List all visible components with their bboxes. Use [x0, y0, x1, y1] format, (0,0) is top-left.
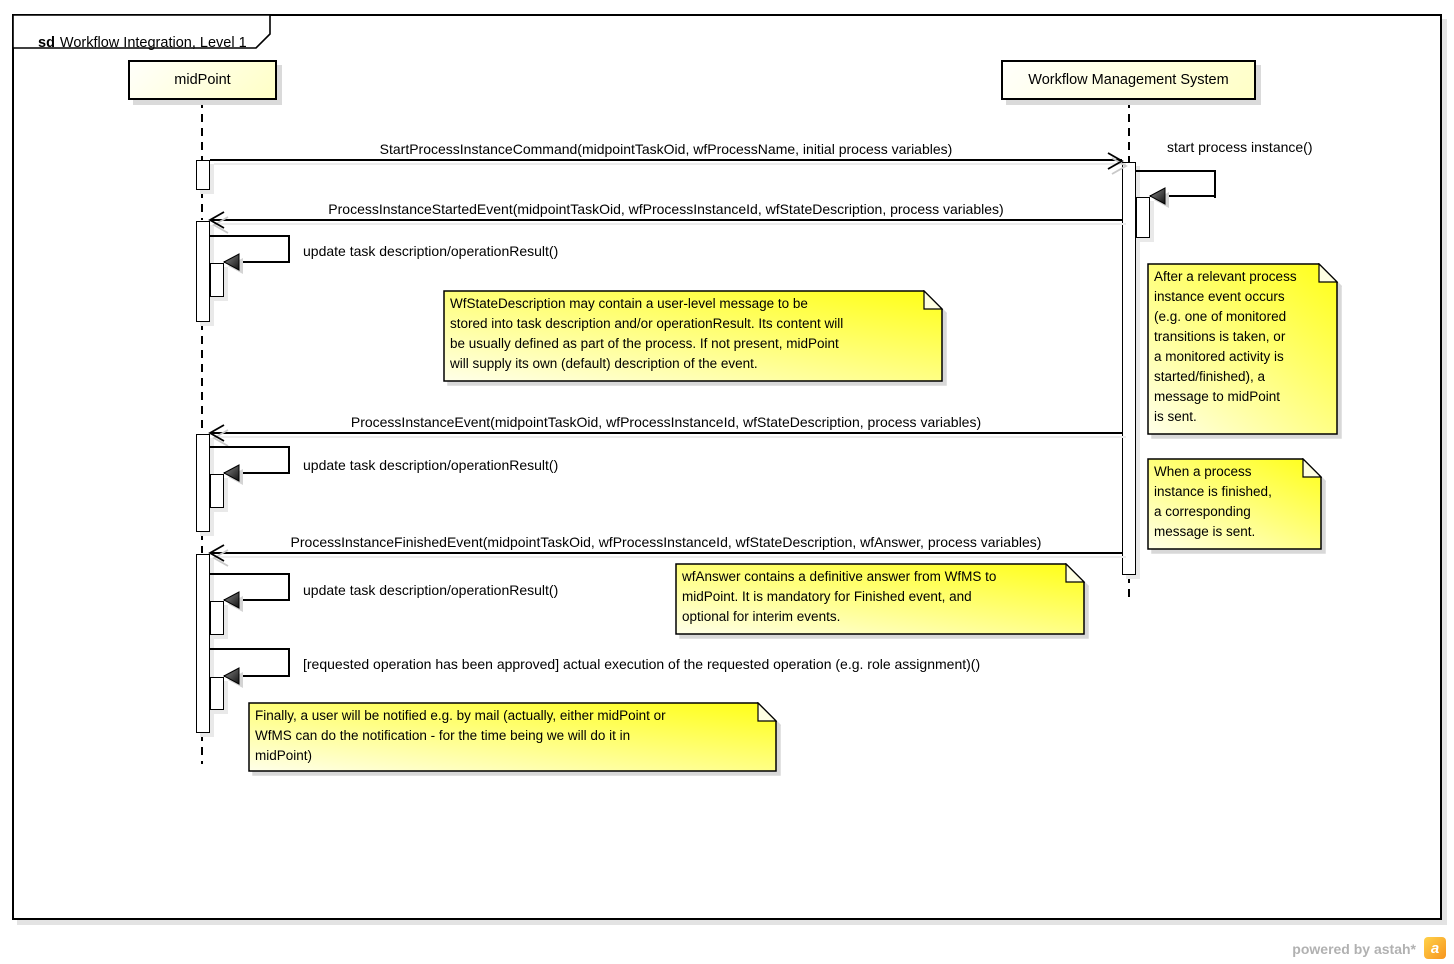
midpoint-activation-1 [196, 160, 210, 190]
midpoint-selfcall4-line-top [210, 648, 290, 650]
message-label-actual-execution: [requested operation has been approved] … [303, 656, 981, 672]
note-shape [248, 702, 777, 772]
wfms-lifeline-segment [1128, 575, 1130, 601]
message-label-process-instance-event: ProcessInstanceEvent(midpointTaskOid, wf… [350, 414, 982, 430]
message-line-start-process-instance-command [210, 159, 1122, 161]
filled-arrowhead-left-icon [223, 591, 243, 612]
message-label-start-process-instance: start process instance() [1167, 139, 1313, 155]
message-label-update-task-2: update task description/operationResult(… [303, 457, 559, 473]
midpoint-activation-3 [196, 434, 210, 532]
lifeline-head-midpoint: midPoint [128, 60, 277, 100]
note-wfanswer: wfAnswer contains a definitive answer fr… [675, 563, 1085, 635]
message-line-process-instance-event [210, 432, 1122, 434]
filled-arrowhead-left-icon [223, 253, 243, 274]
lifeline-label-wfms: Workflow Management System [1028, 72, 1229, 88]
message-line-process-instance-started-event [210, 219, 1122, 221]
wfms-selfcall-line-right [1214, 170, 1216, 198]
midpoint-selfcall1-line-return [224, 261, 290, 263]
midpoint-selfcall4-line-right [288, 648, 290, 677]
note-text: When a process instance is finished, a c… [1154, 464, 1272, 539]
note-shape [443, 290, 943, 382]
midpoint-lifeline-segment [201, 100, 203, 160]
midpoint-selfcall3-line-top [210, 573, 290, 575]
note-when-process-finished: When a process instance is finished, a c… [1147, 458, 1322, 550]
filled-arrowhead-left-icon [223, 464, 243, 485]
midpoint-selfcall3-line-return [224, 599, 290, 601]
note-finally-user-notified: Finally, a user will be notified e.g. by… [248, 702, 777, 772]
note-shape [1147, 263, 1338, 435]
midpoint-activation-3-nested [210, 474, 224, 508]
midpoint-selfcall1-line-right [288, 235, 290, 263]
midpoint-activation-2 [196, 221, 210, 322]
filled-arrowhead-left-icon [223, 667, 243, 688]
midpoint-activation-2-nested [210, 263, 224, 297]
message-label-update-task-3: update task description/operationResult(… [303, 582, 559, 598]
note-text: wfAnswer contains a definitive answer fr… [682, 569, 997, 624]
lifeline-head-wfms: Workflow Management System [1001, 60, 1256, 100]
note-shape [675, 563, 1085, 635]
midpoint-selfcall4-line-return [224, 675, 290, 677]
message-label-update-task-1: update task description/operationResult(… [303, 243, 559, 259]
note-text: After a relevant process instance event … [1154, 269, 1297, 424]
frame-tab-shape [12, 14, 271, 49]
note-wfstatedescription: WfStateDescription may contain a user-le… [443, 290, 943, 382]
filled-arrowhead-left-icon [1149, 187, 1169, 208]
wfms-selfcall-line-top [1136, 170, 1216, 172]
midpoint-lifeline-segment [201, 190, 203, 220]
midpoint-activation-4-nested-1 [210, 601, 224, 635]
note-after-relevant-process: After a relevant process instance event … [1147, 263, 1338, 435]
frame-title-text: Workflow Integration, Level 1 [59, 35, 247, 51]
frame-keyword: sd [38, 35, 55, 51]
message-label-process-instance-finished-event: ProcessInstanceFinishedEvent(midpointTas… [290, 534, 1042, 550]
powered-by-astah-watermark: powered by astah* [1292, 941, 1416, 957]
wfms-lifeline-segment [1128, 100, 1130, 162]
midpoint-lifeline-segment [201, 532, 203, 553]
midpoint-selfcall3-line-right [288, 573, 290, 601]
wfms-selfcall-line-return [1150, 195, 1216, 197]
astah-logo-icon: a [1424, 937, 1446, 959]
midpoint-lifeline-segment [201, 733, 203, 764]
midpoint-selfcall1-line-top [210, 235, 290, 237]
midpoint-activation-4-nested-2 [210, 677, 224, 710]
open-arrowhead-left-icon [208, 424, 229, 447]
wfms-activation-nested [1136, 197, 1150, 238]
midpoint-selfcall2-line-right [288, 446, 290, 474]
open-arrowhead-left-icon [208, 544, 229, 567]
note-shape [1147, 458, 1322, 550]
midpoint-selfcall2-line-top [210, 446, 290, 448]
midpoint-lifeline-segment [201, 322, 203, 433]
note-text: WfStateDescription may contain a user-le… [450, 296, 844, 371]
lifeline-label-midpoint: midPoint [174, 72, 231, 88]
midpoint-activation-4 [196, 554, 210, 733]
message-label-start-process-instance-command: StartProcessInstanceCommand(midpointTask… [379, 141, 953, 157]
note-text: Finally, a user will be notified e.g. by… [255, 708, 666, 763]
message-line-process-instance-finished-event [210, 552, 1122, 554]
open-arrowhead-left-icon [208, 211, 229, 234]
wfms-activation [1122, 162, 1136, 575]
midpoint-selfcall2-line-return [224, 472, 290, 474]
message-label-process-instance-started-event: ProcessInstanceStartedEvent(midpointTask… [328, 201, 1004, 217]
open-arrowhead-right-icon [1107, 152, 1128, 175]
